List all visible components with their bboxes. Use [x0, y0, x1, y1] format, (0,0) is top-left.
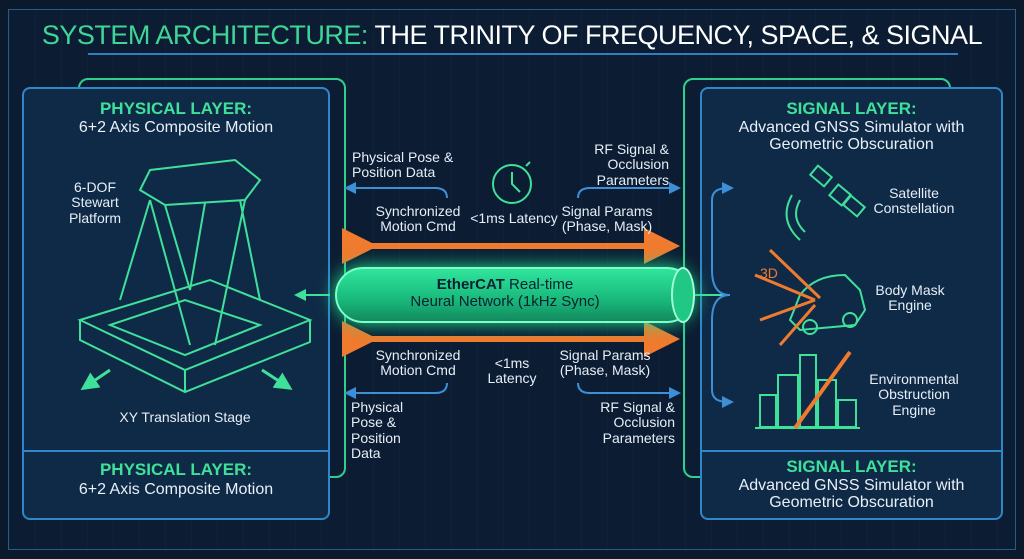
branch-arrow	[711, 294, 734, 408]
signal-layer-subheading: Advanced GNSS Simulator with Geometric O…	[738, 119, 965, 154]
bus-end-cap	[671, 267, 695, 323]
stewart-platform-icon	[77, 158, 313, 394]
stopwatch-icon	[492, 161, 532, 204]
rf-label-bottom: RF Signal & Occlusion Parameters	[600, 399, 675, 446]
physical-layer-footer-heading: PHYSICAL LAYER:	[99, 460, 253, 479]
xy-stage-label: XY Translation Stage	[119, 409, 251, 425]
rf-arrow-top	[577, 182, 681, 199]
environmental-obstruction-label: Environmental Obstruction Engine	[869, 371, 959, 418]
occlusion-rays-icon	[754, 248, 822, 346]
divider	[22, 450, 330, 452]
params-label-top: Signal Params (Phase, Mask)	[561, 203, 653, 235]
stewart-platform-label: 6-DOF Stewart Platform	[68, 179, 122, 226]
motion-label-bottom: Synchronized Motion Cmd	[375, 347, 461, 379]
physical-layer-heading: PHYSICAL LAYER:	[99, 99, 253, 118]
signal-layer-heading: SIGNAL LAYER:	[786, 99, 917, 118]
body-mask-engine-label: Body Mask Engine	[875, 282, 945, 314]
params-label-bottom: Signal Params (Phase, Mask)	[559, 347, 651, 379]
pose-label-bottom: Physical Pose & Position Data	[351, 399, 404, 462]
signal-layer-footer-heading: SIGNAL LAYER:	[786, 457, 917, 476]
signal-layer-footer-subheading: Advanced GNSS Simulator with Geometric O…	[738, 477, 965, 512]
pose-arrow-bottom	[344, 382, 448, 399]
branch-arrow	[711, 182, 734, 296]
rf-label-top: RF Signal & Occlusion Parameters	[594, 141, 669, 188]
satellite-icon	[785, 164, 867, 241]
signal-layer-panel	[700, 87, 1003, 520]
car-body-mask-icon	[788, 273, 867, 335]
physical-layer-footer-subheading: 6+2 Axis Composite Motion	[78, 481, 274, 498]
pose-arrow-top	[344, 182, 448, 199]
translation-arrows-icon	[80, 368, 293, 391]
title-underline	[88, 53, 958, 55]
obstruction-line	[793, 350, 852, 430]
divider	[700, 450, 1003, 452]
pose-label-top: Physical Pose & Position Data	[352, 149, 454, 181]
rf-arrow-bottom	[577, 382, 681, 399]
physical-layer-subheading: 6+2 Axis Composite Motion	[78, 119, 274, 136]
motion-label-top: Synchronized Motion Cmd	[375, 203, 461, 235]
page-title: SYSTEM ARCHITECTURE: THE TRINITY OF FREQ…	[41, 20, 983, 50]
city-skyline-icon	[755, 354, 860, 429]
satellite-constellation-label: Satellite Constellation	[873, 185, 955, 217]
ethercat-bus	[335, 267, 695, 323]
3d-tag: 3D	[760, 265, 778, 281]
latency-label-bottom: <1ms Latency	[487, 355, 537, 387]
latency-label-top: <1ms Latency	[470, 210, 558, 226]
